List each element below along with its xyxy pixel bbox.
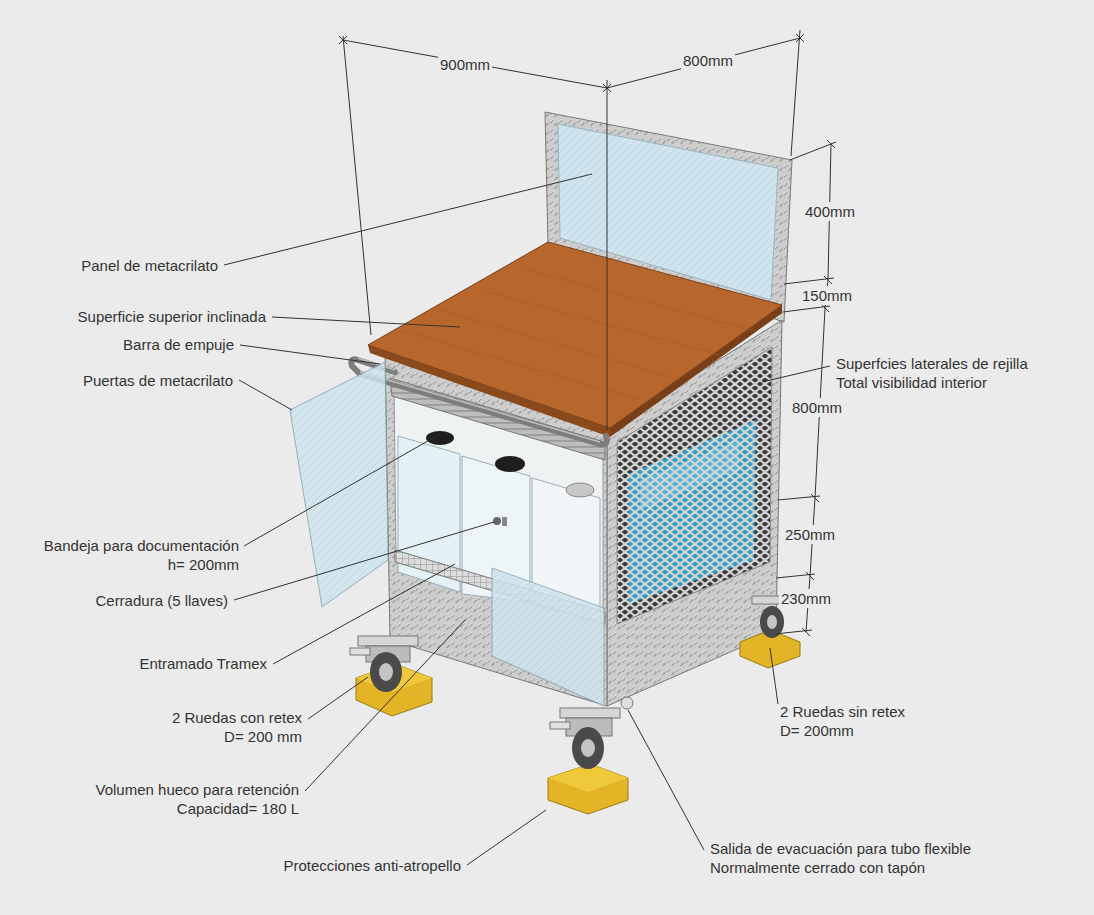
part-label: Barra de empuje: [123, 335, 234, 354]
part-label: Protecciones anti-atropello: [283, 856, 461, 875]
part-label: 2 Ruedas sin retex D= 200mm: [780, 702, 910, 740]
part-label: Superficie superior inclinada: [78, 307, 266, 326]
part-label: Cerradura (5 llaves): [95, 591, 228, 610]
part-label: 2 Ruedas con retex D= 200 mm: [167, 708, 302, 746]
dimension-label: 230mm: [779, 589, 833, 608]
part-label: Salida de evacuación para tubo flexible …: [710, 839, 976, 877]
dimension-label: 800mm: [790, 398, 844, 417]
dimension-label: 150mm: [800, 286, 854, 305]
part-label: Entramado Tramex: [139, 654, 267, 673]
dimension-label: 250mm: [783, 525, 837, 544]
part-label: Panel de metacrilato: [81, 256, 218, 275]
part-label: Puertas de metacrilato: [83, 371, 233, 390]
dimension-label: 800mm: [681, 51, 735, 70]
part-label: Volumen hueco para retención Capacidad= …: [91, 780, 299, 818]
part-label: Bandeja para documentación h= 200mm: [39, 536, 239, 574]
dimension-label: 400mm: [803, 202, 857, 221]
part-label: Superfcies laterales de rejilla Total vi…: [836, 354, 1032, 392]
dimension-label: 900mm: [438, 55, 492, 74]
